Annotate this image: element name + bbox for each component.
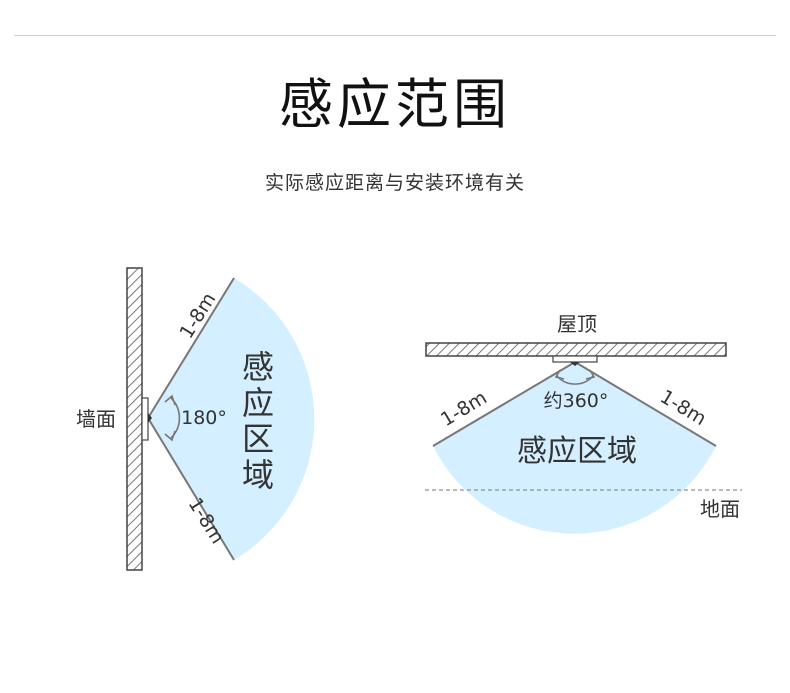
ceiling-angle-arc xyxy=(556,375,594,385)
wall-zone-label-char: 应 xyxy=(242,384,274,422)
ceiling-surface xyxy=(425,342,727,357)
ceiling-angle-arrow-left-icon xyxy=(554,369,565,380)
ceiling-sensor-lens xyxy=(570,362,580,366)
wall-mount-diagram: 墙面 180° 1-8m 1-8m 感 应 区 域 xyxy=(76,267,315,571)
wall-range-lower-line xyxy=(147,417,235,561)
ceiling-range-right-line xyxy=(574,361,717,447)
ceiling-surface-label: 屋顶 xyxy=(557,312,597,336)
ceiling-sensor-device xyxy=(552,355,598,363)
wall-zone-label-char: 区 xyxy=(242,420,274,458)
ground-label: 地面 xyxy=(700,497,740,521)
ceiling-range-left-line xyxy=(432,361,576,447)
wall-angle-arrow-up-icon xyxy=(164,394,176,406)
wall-zone-label-char: 感 xyxy=(242,348,274,386)
wall-sensing-zone xyxy=(148,278,315,560)
wall-zone-label-char: 域 xyxy=(242,456,274,494)
ceiling-zone-label: 感应区域 xyxy=(517,434,637,469)
page-subtitle: 实际感应距离与安装环境有关 xyxy=(264,172,525,194)
wall-angle-label: 180° xyxy=(181,407,227,429)
page-title: 感应范围 xyxy=(279,73,511,136)
ceiling-angle-label: 约360° xyxy=(544,390,609,412)
wall-sensor-device xyxy=(141,397,149,441)
ceiling-mount-diagram: 屋顶 约360° 1-8m 1-8m 感应区域 地面 xyxy=(425,312,742,534)
wall-surface-label: 墙面 xyxy=(76,407,116,431)
wall-range-upper-line xyxy=(147,277,235,419)
wall-sensor-lens xyxy=(148,413,152,423)
ceiling-angle-arrow-right-icon xyxy=(585,369,596,380)
top-divider xyxy=(14,35,776,36)
wall-surface xyxy=(126,267,143,571)
wall-angle-arrow-down-icon xyxy=(164,430,176,442)
